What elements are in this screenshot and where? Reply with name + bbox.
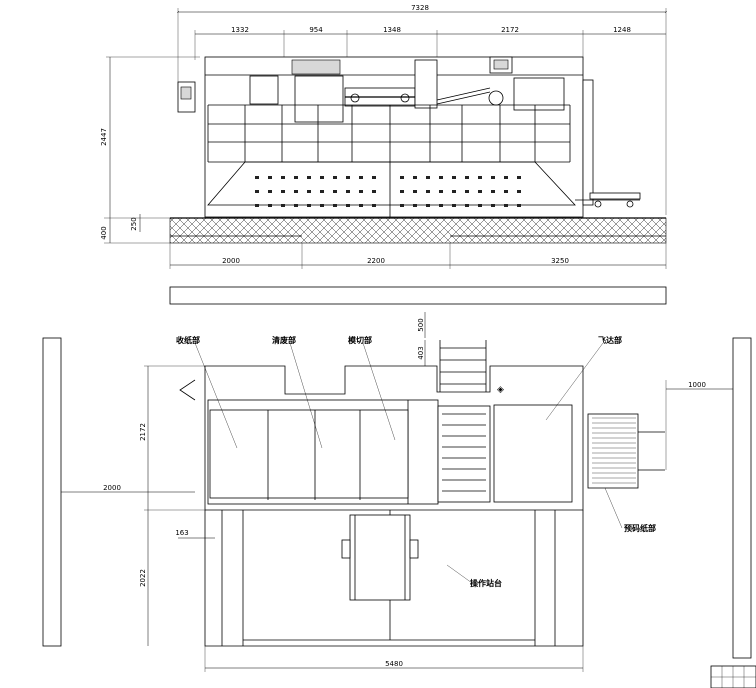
dim-diecut-length: 1348 (383, 26, 401, 34)
overall-length-dimension: 7328 (411, 4, 429, 12)
base-dim-middle: 2200 (367, 257, 385, 265)
dim-stripping-length: 954 (309, 26, 323, 34)
side-elevation-view: 7328 1332 954 1348 2172 1248 2447 400 25… (100, 4, 668, 305)
right-wall (732, 337, 752, 659)
label-diecut-section: 模切部 (348, 335, 372, 345)
base-dim-left: 2000 (222, 257, 240, 265)
stair-depth-dimension: 403 (417, 346, 425, 359)
overall-width-dimension: 5480 (385, 660, 403, 668)
left-clearance-dimension: 2000 (103, 484, 121, 492)
title-block (710, 665, 756, 688)
label-prepile-section: 预码纸部 (624, 523, 656, 533)
base-dim-right: 3250 (551, 257, 569, 265)
pit-depth-dimension: 400 (100, 226, 108, 239)
machine-depth-dimension: 2172 (139, 423, 147, 441)
label-feeder-section: 飞达部 (598, 335, 622, 345)
right-clearance-dimension: 1000 (688, 381, 706, 389)
platform-depth-dimension: 2022 (139, 569, 147, 587)
dim-prepile-length: 1248 (613, 26, 631, 34)
diamond-icon: ◈ (497, 384, 504, 394)
plan-top-offset-dimension: 500 (417, 318, 425, 331)
label-operator-platform: 操作站台 (470, 578, 502, 588)
machine-height-dimension: 2447 (100, 128, 108, 146)
label-delivery-section: 收纸部 (176, 335, 200, 345)
dim-feeder-length: 2172 (501, 26, 519, 34)
plan-view: ◈ 1000 500 403 2172 2000 2022 163 (42, 312, 756, 688)
floor-strip (169, 286, 667, 305)
left-wall (42, 337, 62, 647)
step-height-dimension: 250 (130, 217, 138, 230)
dim-delivery-length: 1332 (231, 26, 249, 34)
step-offset-dimension: 163 (175, 529, 188, 537)
label-stripping-section: 清废部 (272, 335, 296, 345)
